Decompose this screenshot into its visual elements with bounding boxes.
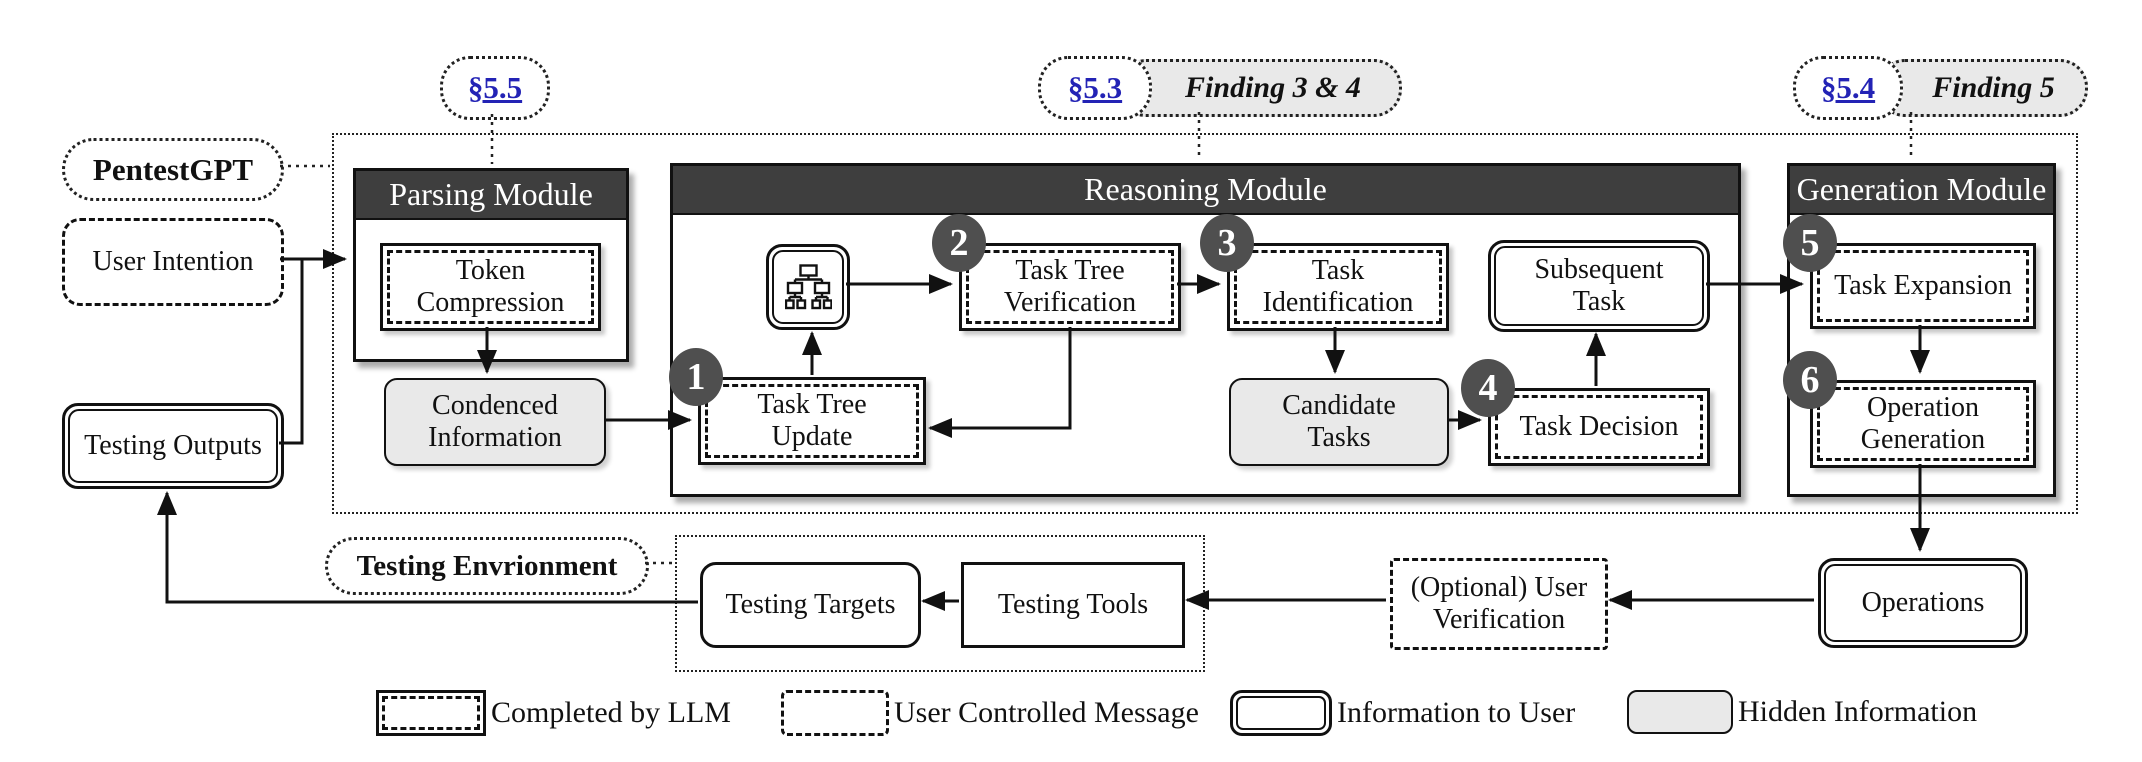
subsequent-task-label: Subsequent Task xyxy=(1534,253,1664,317)
parsing-module-header: Parsing Module xyxy=(356,171,626,220)
token-compression-box: Token Compression xyxy=(380,243,601,331)
testing-outputs-box: Testing Outputs xyxy=(62,403,284,489)
pentestgpt-title-label: PentestGPT xyxy=(92,151,254,187)
step-2-number: 2 xyxy=(949,222,969,264)
legend-info-user-label: Information to User xyxy=(1337,696,1576,729)
step-3-circle: 3 xyxy=(1200,214,1254,272)
operations-box: Operations xyxy=(1818,558,2028,648)
step-1-circle: 1 xyxy=(669,348,723,406)
task-tree-verification-box: Task Tree Verification xyxy=(959,243,1181,331)
task-expansion-label: Task Expansion xyxy=(1834,269,2012,301)
legend-completed-by-llm: Completed by LLM xyxy=(376,690,731,736)
step-6-circle: 6 xyxy=(1783,351,1837,409)
generation-module-title: Generation Module xyxy=(1796,171,2047,207)
task-identification-label: Task Identification xyxy=(1262,254,1414,318)
task-tree-icon xyxy=(784,264,832,310)
generation-module-header: Generation Module xyxy=(1790,166,2053,215)
finding-3-4-pill: Finding 3 & 4 xyxy=(1118,59,1402,117)
section-5-5-badge: §5.5 xyxy=(440,56,550,120)
candidate-tasks-label: Candidate Tasks xyxy=(1282,389,1396,453)
operation-generation-box: Operation Generation xyxy=(1810,380,2036,468)
user-verification-label: (Optional) User Verification xyxy=(1410,571,1588,635)
user-intention-box: User Intention xyxy=(62,218,284,306)
legend-user-controlled: User Controlled Message xyxy=(781,690,1199,736)
legend-llm-label: Completed by LLM xyxy=(491,696,731,729)
task-expansion-box: Task Expansion xyxy=(1810,243,2036,329)
operations-label: Operations xyxy=(1861,586,1985,618)
step-4-number: 4 xyxy=(1478,367,1498,409)
legend-hidden-label: Hidden Information xyxy=(1738,695,1978,728)
section-5-5-link[interactable]: §5.5 xyxy=(467,70,523,105)
reasoning-module-title: Reasoning Module xyxy=(1084,171,1327,207)
candidate-tasks-box: Candidate Tasks xyxy=(1229,378,1449,466)
parsing-module-title: Parsing Module xyxy=(389,176,593,212)
finding-3-4-label: Finding 3 & 4 xyxy=(1185,71,1361,104)
finding-5-label: Finding 5 xyxy=(1932,71,2055,104)
section-5-4-link[interactable]: §5.4 xyxy=(1820,70,1876,105)
pentestgpt-system-boundary xyxy=(332,133,2078,514)
step-1-number: 1 xyxy=(686,356,706,398)
user-intention-label: User Intention xyxy=(92,245,254,277)
legend-hidden-swatch xyxy=(1627,690,1733,734)
testing-environment-label: Testing Envrionment xyxy=(356,549,618,582)
task-tree-update-box: Task Tree Update xyxy=(698,377,926,465)
legend-hidden-information: Hidden Information xyxy=(1627,690,1977,734)
task-tree-update-label: Task Tree Update xyxy=(757,388,867,452)
section-5-3-badge: §5.3 xyxy=(1038,56,1152,120)
section-5-4-badge: §5.4 xyxy=(1793,56,1903,120)
task-tree-verification-label: Task Tree Verification xyxy=(1003,254,1137,318)
legend-user-controlled-swatch xyxy=(781,690,889,736)
condenced-information-box: Condenced Information xyxy=(384,378,606,466)
section-5-3-link[interactable]: §5.3 xyxy=(1067,70,1123,105)
testing-environment-oval: Testing Envrionment xyxy=(325,537,649,595)
testing-outputs-label: Testing Outputs xyxy=(84,429,262,461)
testing-tools-label: Testing Tools xyxy=(997,588,1149,620)
step-6-number: 6 xyxy=(1800,359,1820,401)
task-identification-box: Task Identification xyxy=(1227,243,1449,331)
legend-information-to-user: Information to User xyxy=(1230,690,1575,736)
step-5-number: 5 xyxy=(1800,222,1820,264)
task-decision-label: Task Decision xyxy=(1519,410,1679,442)
task-tree-icon-box xyxy=(766,244,850,330)
legend-user-controlled-label: User Controlled Message xyxy=(894,696,1199,729)
condenced-information-label: Condenced Information xyxy=(428,389,562,453)
step-2-circle: 2 xyxy=(932,214,986,272)
testing-targets-box: Testing Targets xyxy=(700,562,921,648)
task-decision-box: Task Decision xyxy=(1488,388,1710,466)
subsequent-task-box: Subsequent Task xyxy=(1488,240,1710,332)
finding-5-pill: Finding 5 xyxy=(1877,59,2088,117)
step-3-number: 3 xyxy=(1217,222,1237,264)
step-4-circle: 4 xyxy=(1461,359,1515,417)
reasoning-module-header: Reasoning Module xyxy=(673,166,1738,215)
testing-tools-box: Testing Tools xyxy=(961,562,1185,648)
testing-targets-label: Testing Targets xyxy=(725,588,896,620)
legend-info-user-swatch xyxy=(1230,690,1332,736)
token-compression-label: Token Compression xyxy=(416,254,565,318)
pentestgpt-title-oval: PentestGPT xyxy=(62,138,284,201)
legend-llm-swatch xyxy=(376,690,486,736)
step-5-circle: 5 xyxy=(1783,214,1837,272)
user-verification-box: (Optional) User Verification xyxy=(1390,558,1608,650)
operation-generation-label: Operation Generation xyxy=(1860,391,1986,455)
